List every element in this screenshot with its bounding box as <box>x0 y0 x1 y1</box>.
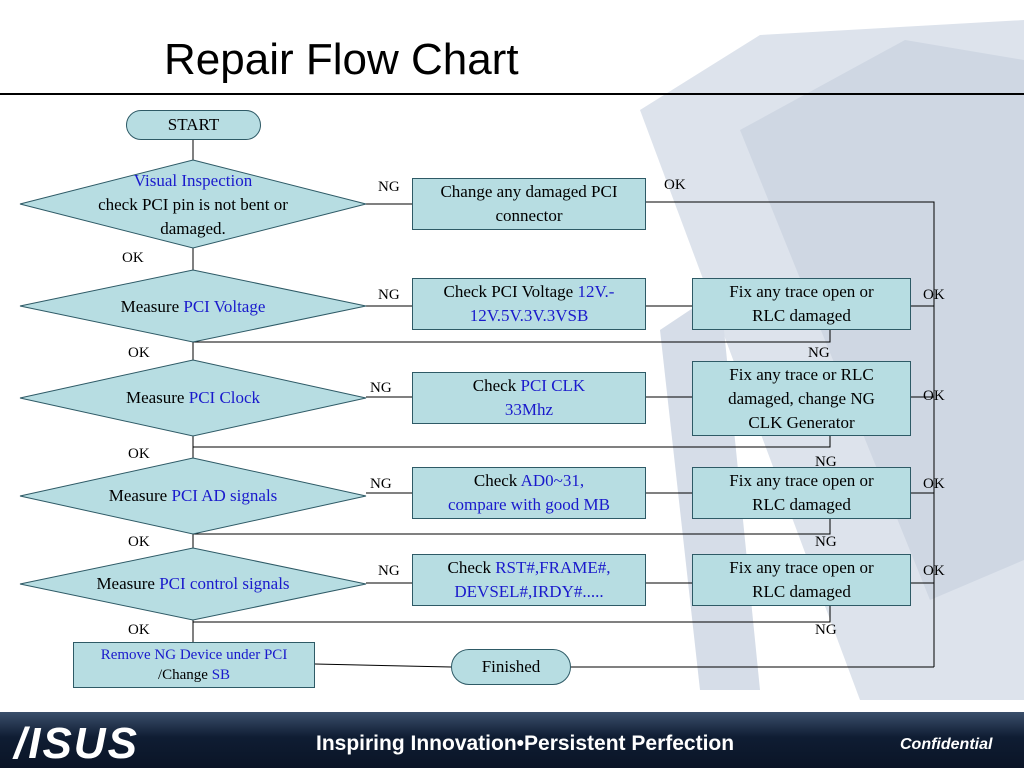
finished-label: Finished <box>481 657 541 676</box>
check-ad-pre: Check <box>473 471 521 490</box>
ok-label: OK <box>923 388 945 404</box>
check-ad-box: Check AD0~31, compare with good MB <box>412 467 646 519</box>
fix-clock-box: Fix any trace or RLC damaged, change NG … <box>692 361 911 436</box>
footer-slogan: Inspiring Innovation•Persistent Perfecti… <box>316 732 735 755</box>
finished-node: Finished <box>451 649 571 685</box>
check-clock-box: Check PCI CLK 33Mhz <box>412 372 646 424</box>
check-voltage-box: Check PCI Voltage 12V.- 12V.5V.3V.3VSB <box>412 278 646 330</box>
fix-control-line1: Fix any trace open or <box>729 558 874 577</box>
asus-logo: /ISUS <box>14 719 139 768</box>
change-connector-line1: Change any damaged PCI <box>440 182 618 201</box>
measure-clock-pre: Measure <box>125 388 189 407</box>
check-control-box: Check RST#,FRAME#, DEVSEL#,IRDY#..... <box>412 554 646 606</box>
measure-control-text: Measure PCI control signals <box>50 571 336 597</box>
remove-device-line1: Remove NG Device under PCI <box>100 647 288 663</box>
measure-voltage-hl: PCI Voltage <box>183 297 266 316</box>
visual-inspection-line2: check PCI pin is not bent or <box>98 195 288 214</box>
start-label: START <box>167 115 220 134</box>
check-control-pre: Check <box>447 558 496 577</box>
remove-device-pre2: /Change <box>157 667 212 683</box>
measure-voltage-text: Measure PCI Voltage <box>60 294 326 320</box>
page-title: Repair Flow Chart <box>164 35 519 84</box>
fix-control-box: Fix any trace open or RLC damaged <box>692 554 911 606</box>
fix-clock-line3: CLK Generator <box>748 412 855 432</box>
measure-ad-hl: PCI AD signals <box>171 486 278 505</box>
ng-label: NG <box>815 622 837 638</box>
ng-label: NG <box>370 476 392 492</box>
fix-voltage-box: Fix any trace open or RLC damaged <box>692 278 911 330</box>
measure-clock-text: Measure PCI Clock <box>60 385 326 411</box>
check-voltage-hl1: 12V.- <box>577 282 615 301</box>
remove-device-box: Remove NG Device under PCI /Change SB <box>73 642 315 688</box>
diamond-measure-clock <box>19 359 367 437</box>
fix-control-line2: RLC damaged <box>752 582 851 601</box>
visual-inspection-text: Visual Inspection check PCI pin is not b… <box>60 170 326 240</box>
measure-ad-text: Measure PCI AD signals <box>60 483 326 509</box>
check-control-hl2: DEVSEL#,IRDY#..... <box>454 582 604 601</box>
ok-label: OK <box>128 446 150 462</box>
title-divider <box>0 93 1024 95</box>
measure-ad-pre: Measure <box>108 486 172 505</box>
diamond-measure-control <box>19 547 367 621</box>
ng-label: NG <box>815 534 837 550</box>
fix-ad-box: Fix any trace open or RLC damaged <box>692 467 911 519</box>
diamond-visual-inspection <box>19 159 367 249</box>
measure-control-hl: PCI control signals <box>159 574 290 593</box>
ng-label: NG <box>815 454 837 470</box>
ng-label: NG <box>378 179 400 195</box>
fix-clock-line1: Fix any trace or RLC <box>729 364 874 384</box>
check-voltage-hl2: 12V.5V.3V.3VSB <box>469 306 589 325</box>
ng-label: NG <box>370 380 392 396</box>
change-connector-line2: connector <box>495 206 563 225</box>
fix-voltage-line2: RLC damaged <box>752 306 851 325</box>
ok-label: OK <box>128 622 150 638</box>
check-clock-pre: Check <box>472 376 521 395</box>
ok-label: OK <box>128 534 150 550</box>
check-control-hl1: RST#,FRAME#, <box>495 558 611 577</box>
diamond-measure-ad <box>19 457 367 535</box>
measure-control-pre: Measure <box>96 574 160 593</box>
fix-ad-line1: Fix any trace open or <box>729 471 874 490</box>
fix-ad-line2: RLC damaged <box>752 495 851 514</box>
ok-label: OK <box>128 345 150 361</box>
ng-label: NG <box>378 287 400 303</box>
start-node: START <box>126 110 261 140</box>
visual-inspection-line3: damaged. <box>160 219 226 238</box>
check-voltage-pre: Check PCI Voltage <box>443 282 578 301</box>
measure-voltage-pre: Measure <box>120 297 184 316</box>
ok-label: OK <box>923 287 945 303</box>
check-clock-hl1: PCI CLK <box>520 376 586 395</box>
fix-clock-line2: damaged, change NG <box>728 388 875 408</box>
diamond-measure-voltage <box>19 269 367 343</box>
footer-bar <box>0 712 1024 768</box>
ng-label: NG <box>378 563 400 579</box>
remove-device-hl2: SB <box>211 667 231 683</box>
ok-label: OK <box>923 563 945 579</box>
check-ad-hl2: compare with good MB <box>448 495 610 514</box>
ng-label: NG <box>808 345 830 361</box>
ok-label: OK <box>923 476 945 492</box>
visual-inspection-title: Visual Inspection <box>133 171 253 190</box>
check-ad-hl1: AD0~31, <box>520 471 585 490</box>
fix-voltage-line1: Fix any trace open or <box>729 282 874 301</box>
measure-clock-hl: PCI Clock <box>188 388 261 407</box>
ok-label: OK <box>664 177 686 193</box>
check-clock-hl2: 33Mhz <box>504 400 554 419</box>
confidential-label: Confidential <box>900 736 993 753</box>
ok-label: OK <box>122 250 144 266</box>
change-connector-box: Change any damaged PCI connector <box>412 178 646 230</box>
